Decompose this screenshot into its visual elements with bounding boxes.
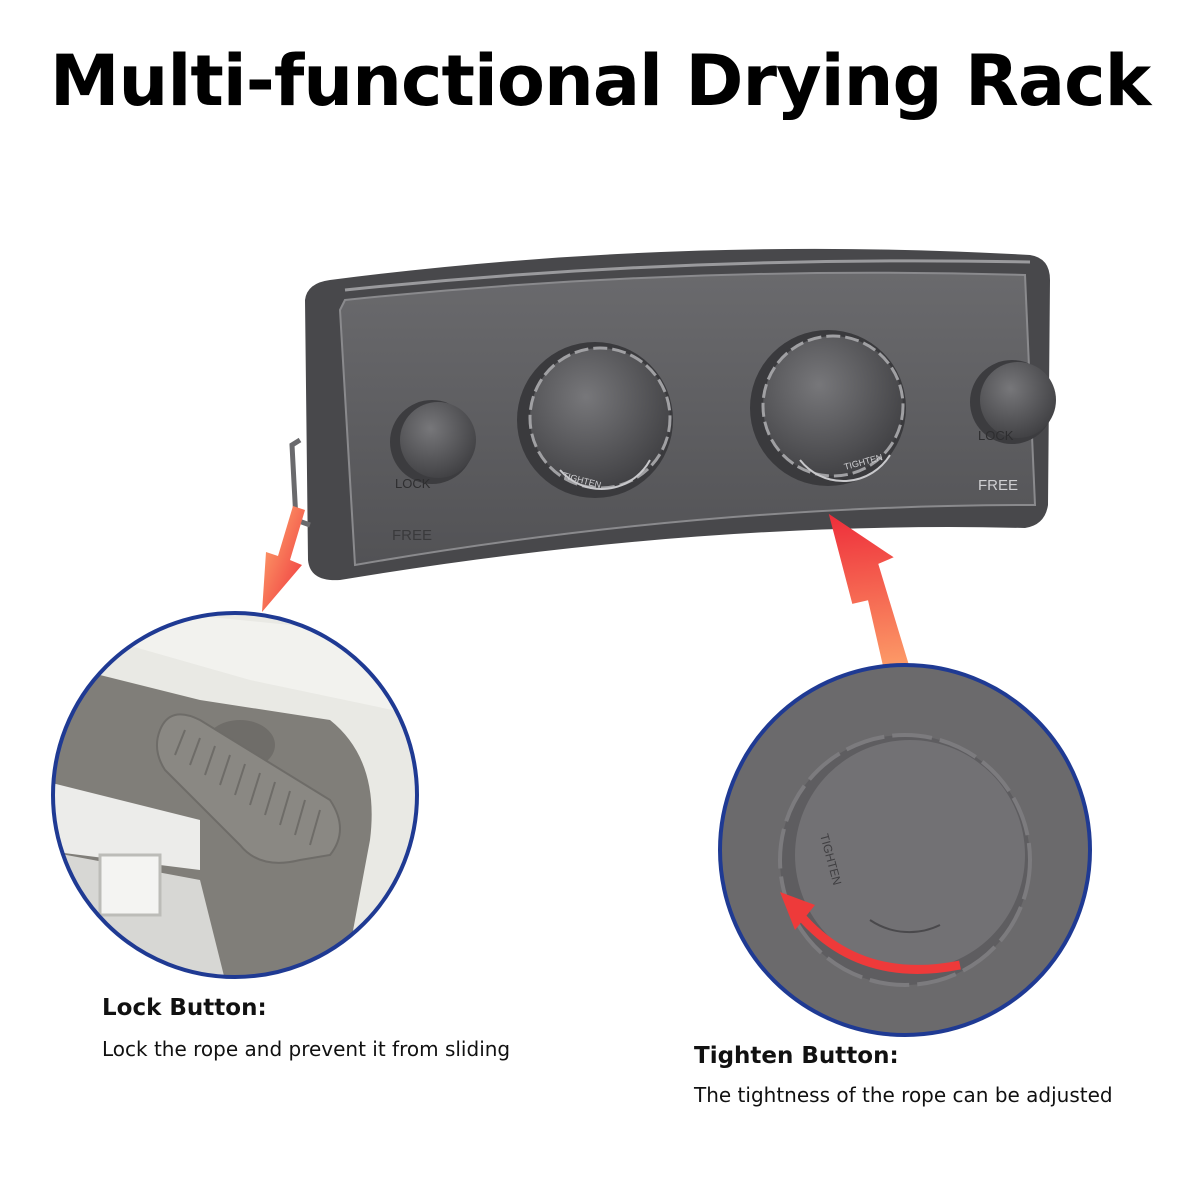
lock-button-description: Lock the rope and prevent it from slidin… bbox=[102, 1037, 511, 1061]
left-lock-label: LOCK bbox=[395, 476, 431, 491]
tighten-knob-right bbox=[750, 330, 906, 486]
tighten-button-description: The tightness of the rope can be adjuste… bbox=[694, 1083, 1113, 1107]
lock-knob-left bbox=[390, 400, 476, 484]
lock-knob-right bbox=[970, 360, 1056, 444]
arrow-to-tighten-detail bbox=[828, 513, 916, 699]
tighten-knob-left bbox=[517, 342, 673, 498]
drying-rack-device: LOCK FREE LOCK FREE TIGHTEN TIGHTEN bbox=[289, 248, 1056, 581]
lock-button-heading: Lock Button: bbox=[102, 995, 267, 1021]
rotate-arrow-icon bbox=[780, 892, 815, 930]
page-title: Multi-functional Drying Rack bbox=[49, 40, 1151, 122]
lock-button-detail-circle bbox=[51, 611, 419, 979]
right-lock-label: LOCK bbox=[978, 428, 1014, 443]
arrow-to-lock-detail bbox=[262, 506, 305, 612]
left-free-label: FREE bbox=[392, 527, 432, 544]
tighten-button-heading: Tighten Button: bbox=[694, 1043, 899, 1069]
right-free-label: FREE bbox=[978, 477, 1018, 494]
tighten-button-detail-circle: TIGHTEN bbox=[718, 663, 1092, 1037]
